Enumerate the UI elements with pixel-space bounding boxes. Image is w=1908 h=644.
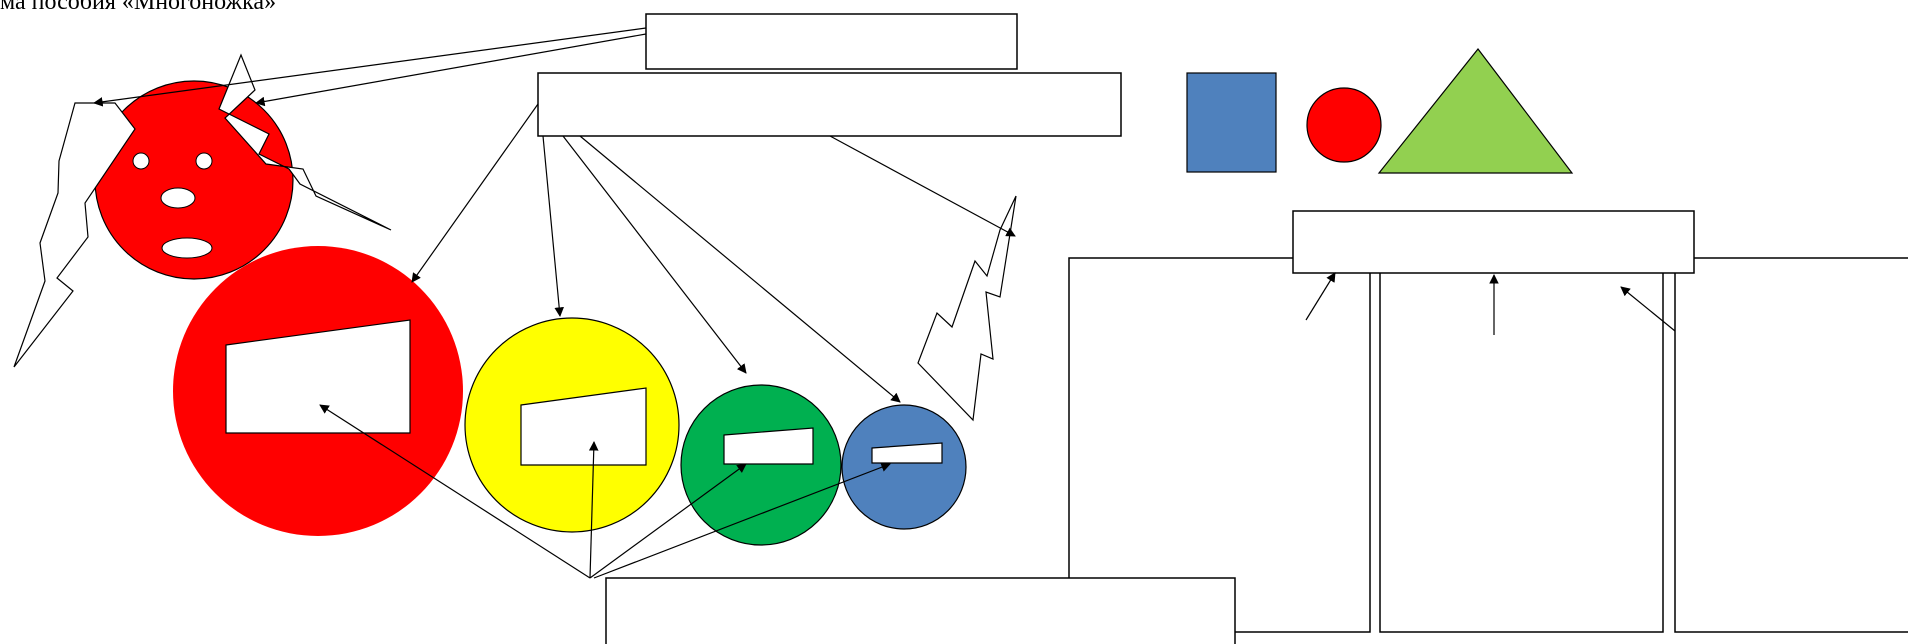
arrow-main-to-yellow-circle [542,135,564,317]
arrow-right-column-to-right-box [1620,286,1676,332]
yellow-circle-label [520,387,647,466]
right-frame-left-column [1235,273,1371,633]
arrow-main-to-green-circle [562,135,747,374]
green-circle-label [723,427,814,465]
face-head [94,80,294,280]
arrow-bottom-to-yellow-label [588,441,599,579]
blue-circle-label [871,442,943,464]
bottom-label-box [605,577,1236,644]
arrow-main-to-blue-circle [579,135,901,403]
red-circle-label [225,319,411,434]
green-triangle [1377,48,1574,174]
red-small-circle [1306,87,1382,163]
right-frame-middle-column [1379,273,1664,633]
arrow-bottom-to-red-label [319,404,591,579]
page-title: ма пособия «Многоножка» [0,0,277,15]
right-lower-lightning [917,195,1017,422]
face-right-eye [195,152,213,170]
arrow-left-column-to-right-box [1305,272,1336,321]
arrow-top-to-left-lightning [93,27,647,107]
face-nose [160,187,196,209]
arrow-bottom-to-green-label [589,463,747,579]
right-lightning [218,53,392,231]
right-frame-right-column [1674,273,1908,633]
arrow-bottom-to-blue-label [593,462,891,579]
face-mouth [161,237,213,259]
right-label-box [1292,210,1695,274]
blue-body-circle [841,404,967,530]
green-body-circle [680,384,842,546]
arrow-top-to-right-lightning [255,33,647,107]
top-label-box [645,13,1018,70]
main-label-box [537,72,1122,137]
right-frame-outline [1068,257,1293,578]
arrow-main-to-right-lightning [829,135,1016,237]
face-left-eye [132,152,150,170]
arrow-main-to-red-circle [411,103,539,283]
left-lightning [13,102,136,368]
blue-square [1186,72,1277,173]
